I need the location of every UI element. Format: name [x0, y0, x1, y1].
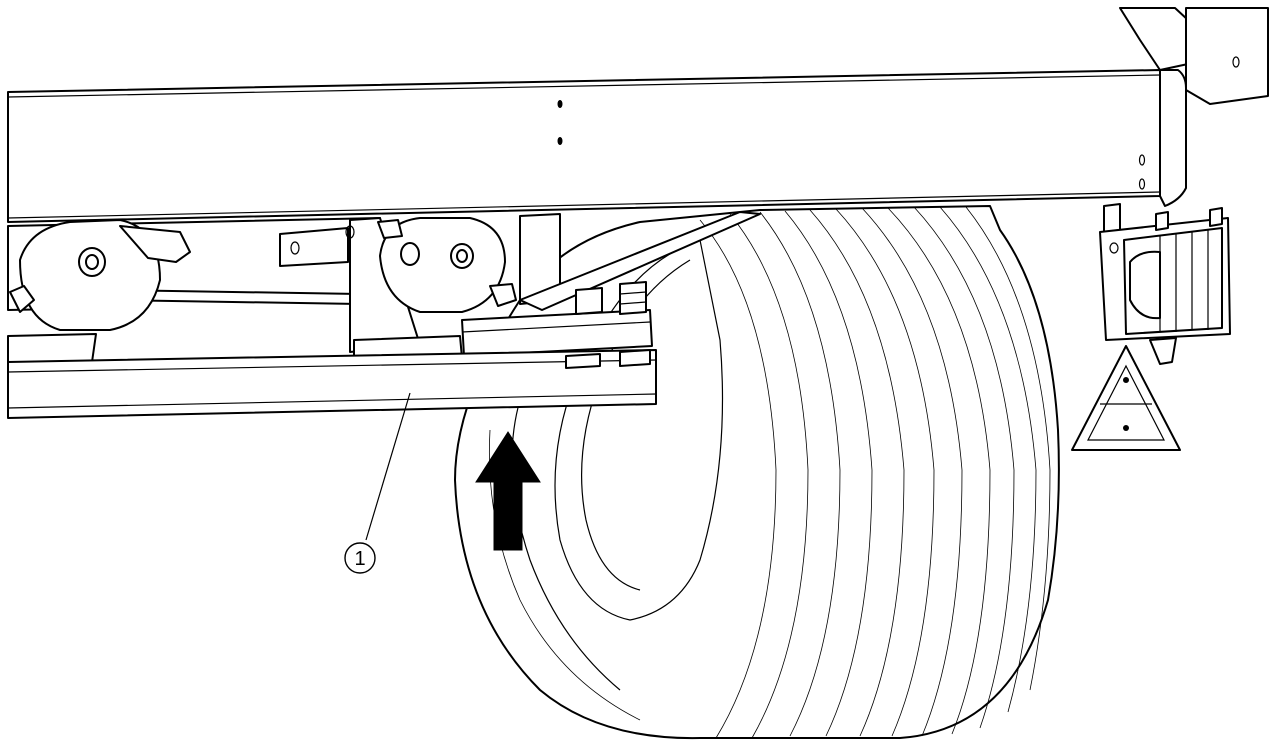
callout-1: 1 — [344, 392, 411, 574]
callout-1-label: 1 — [354, 548, 365, 570]
brake-chamber-left — [9, 219, 191, 331]
undercarriage-left — [7, 211, 761, 365]
callout-1-circle — [344, 542, 376, 574]
trailer-body-panel — [7, 7, 1269, 223]
brake-chamber-center — [377, 217, 517, 313]
callout-1-leader — [365, 392, 411, 541]
rear-light-unit — [1099, 203, 1231, 365]
axle-beam — [7, 281, 657, 419]
arrow-up-icon — [475, 431, 541, 551]
panel-hole — [557, 100, 563, 108]
warning-triangle-reflector — [1071, 345, 1181, 451]
panel-hole — [557, 137, 563, 145]
